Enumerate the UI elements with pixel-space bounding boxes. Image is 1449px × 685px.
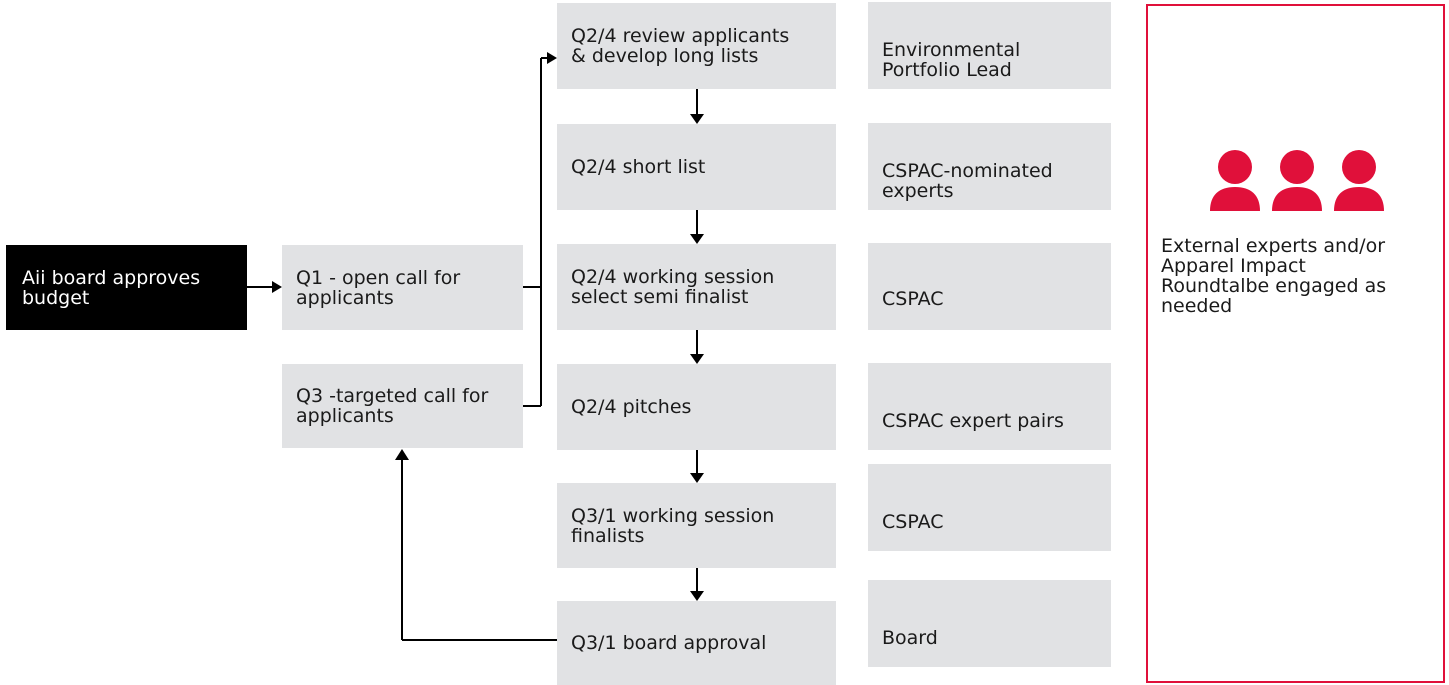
role-cspac: CSPAC bbox=[868, 243, 1111, 330]
arrowhead bbox=[272, 281, 282, 293]
arrowhead bbox=[690, 234, 704, 244]
step-label: Q2/4 working session select semi finalis… bbox=[571, 266, 775, 308]
start-node-board-approves-budget: Aii board approves budget bbox=[6, 245, 247, 330]
step-short-list: Q2/4 short list bbox=[557, 124, 836, 210]
arrowhead bbox=[690, 354, 704, 364]
arrowhead bbox=[547, 52, 557, 64]
step-board-approval: Q3/1 board approval bbox=[557, 601, 836, 685]
step-working-session-finalists: Q3/1 working session finalists bbox=[557, 483, 836, 568]
role-label: Environmental Portfolio Lead bbox=[882, 39, 1021, 81]
step-label: Q2/4 review applicants & develop long li… bbox=[571, 25, 790, 67]
open-call-node: Q1 - open call for applicants bbox=[282, 245, 523, 330]
role-cspac-nominated-experts: CSPAC-nominated experts bbox=[868, 123, 1111, 210]
step-label: Q2/4 short list bbox=[571, 156, 706, 178]
external-experts-label: External experts and/or Apparel Impact R… bbox=[1161, 235, 1387, 317]
step-label: Q3/1 working session finalists bbox=[571, 504, 775, 547]
role-label: CSPAC-nominated experts bbox=[882, 160, 1053, 202]
role-cspac-expert-pairs: CSPAC expert pairs bbox=[868, 363, 1111, 450]
role-cspac-finalists: CSPAC bbox=[868, 464, 1111, 551]
step-label: Q2/4 pitches bbox=[571, 396, 692, 418]
arrowhead bbox=[690, 591, 704, 601]
open-call-label: Q1 - open call for applicants bbox=[296, 266, 461, 309]
arrowhead bbox=[690, 473, 704, 483]
targeted-call-node: Q3 -targeted call for applicants bbox=[282, 364, 523, 448]
targeted-call-label: Q3 -targeted call for applicants bbox=[296, 385, 489, 427]
external-experts-panel: External experts and/or Apparel Impact R… bbox=[1146, 4, 1445, 683]
role-label: CSPAC bbox=[882, 511, 944, 533]
people-group-icon bbox=[1210, 150, 1384, 211]
role-board: Board bbox=[868, 580, 1111, 667]
role-label: CSPAC bbox=[882, 288, 944, 310]
step-review-applicants: Q2/4 review applicants & develop long li… bbox=[557, 3, 836, 89]
role-label: Board bbox=[882, 627, 938, 649]
arrowhead bbox=[690, 114, 704, 124]
step-label: Q3/1 board approval bbox=[571, 632, 767, 654]
start-node-label: Aii board approves budget bbox=[22, 266, 201, 309]
role-environmental-portfolio-lead: Environmental Portfolio Lead bbox=[868, 2, 1111, 89]
step-working-session-semi-finalist: Q2/4 working session select semi finalis… bbox=[557, 244, 836, 330]
role-label: CSPAC expert pairs bbox=[882, 410, 1064, 432]
step-pitches: Q2/4 pitches bbox=[557, 364, 836, 450]
arrowhead bbox=[395, 449, 409, 460]
